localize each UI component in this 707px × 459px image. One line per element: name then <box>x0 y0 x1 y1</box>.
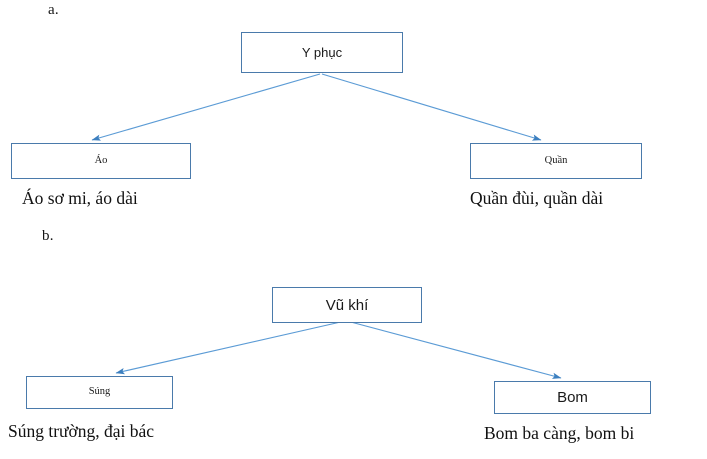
caption-ao: Áo sơ mi, áo dài <box>22 188 138 208</box>
node-box-ao[interactable]: Áo <box>11 143 191 179</box>
node-label-ao: Áo <box>94 154 108 166</box>
node-box-y-phuc[interactable]: Y phục <box>241 32 403 73</box>
caption-bom: Bom ba càng, bom bi <box>484 423 635 443</box>
section-label-b: b. <box>42 228 54 244</box>
node-label-bom: Bom <box>557 389 588 406</box>
arrow-vukhi-to-bom <box>346 320 562 379</box>
caption-sung: Súng trường, đại bác <box>8 421 155 441</box>
node-label-y-phuc: Y phục <box>301 45 343 60</box>
node-label-vu-khi: Vũ khí <box>325 296 369 314</box>
node-label-sung: Súng <box>88 386 111 398</box>
node-box-quan[interactable]: Quần <box>470 143 642 179</box>
node-box-bom[interactable]: Bom <box>494 381 651 414</box>
caption-quan: Quần đùi, quần dài <box>470 188 604 208</box>
section-label-a: a. <box>48 2 59 18</box>
node-label-quan: Quần <box>544 154 568 166</box>
node-box-sung[interactable]: Súng <box>26 376 173 409</box>
node-box-vu-khi[interactable]: Vũ khí <box>272 287 422 323</box>
arrow-vukhi-to-sung <box>115 320 346 375</box>
arrow-yphuc-to-quan <box>321 73 542 141</box>
arrow-yphuc-to-ao <box>91 73 321 141</box>
